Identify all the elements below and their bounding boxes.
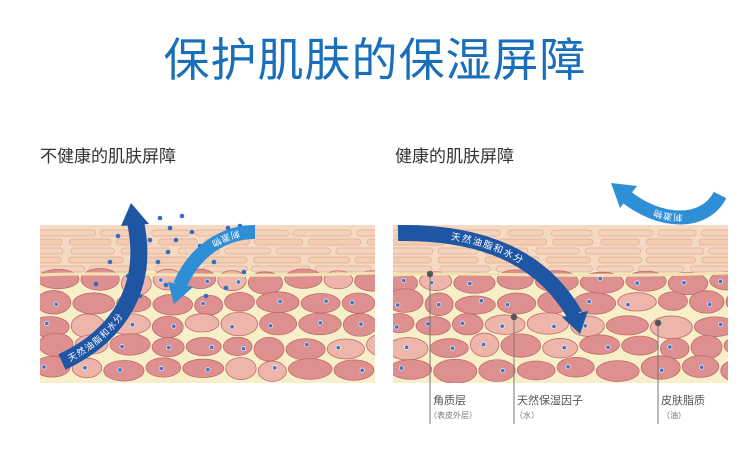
page-title: 保护肌肤的保湿屏障 [163, 33, 587, 87]
healthy-skin-cross-section [393, 225, 728, 383]
stratum-label: 角质层 [433, 394, 466, 407]
sebum-note: （油） [662, 411, 686, 420]
irritant-blocked-arrow: 刺激物 [611, 183, 720, 223]
svg-text:刺激物: 刺激物 [651, 206, 682, 222]
stratum-note: （表皮外层） [429, 411, 477, 420]
horny-layer [393, 225, 728, 273]
nmf-note: （水） [515, 411, 539, 420]
healthy-barrier-title: 健康的肌肤屏障 [395, 147, 514, 167]
nmf-label: 天然保湿因子 [517, 394, 583, 407]
blocked-irritant-label: 刺激物 [651, 206, 681, 222]
living-cells [393, 269, 728, 383]
unhealthy-barrier-title: 不健康的肌肤屏障 [40, 147, 176, 167]
horny-layer [40, 225, 375, 273]
unhealthy-skin-cross-section [40, 225, 375, 383]
sebum-label: 皮肤脂质 [661, 394, 705, 407]
